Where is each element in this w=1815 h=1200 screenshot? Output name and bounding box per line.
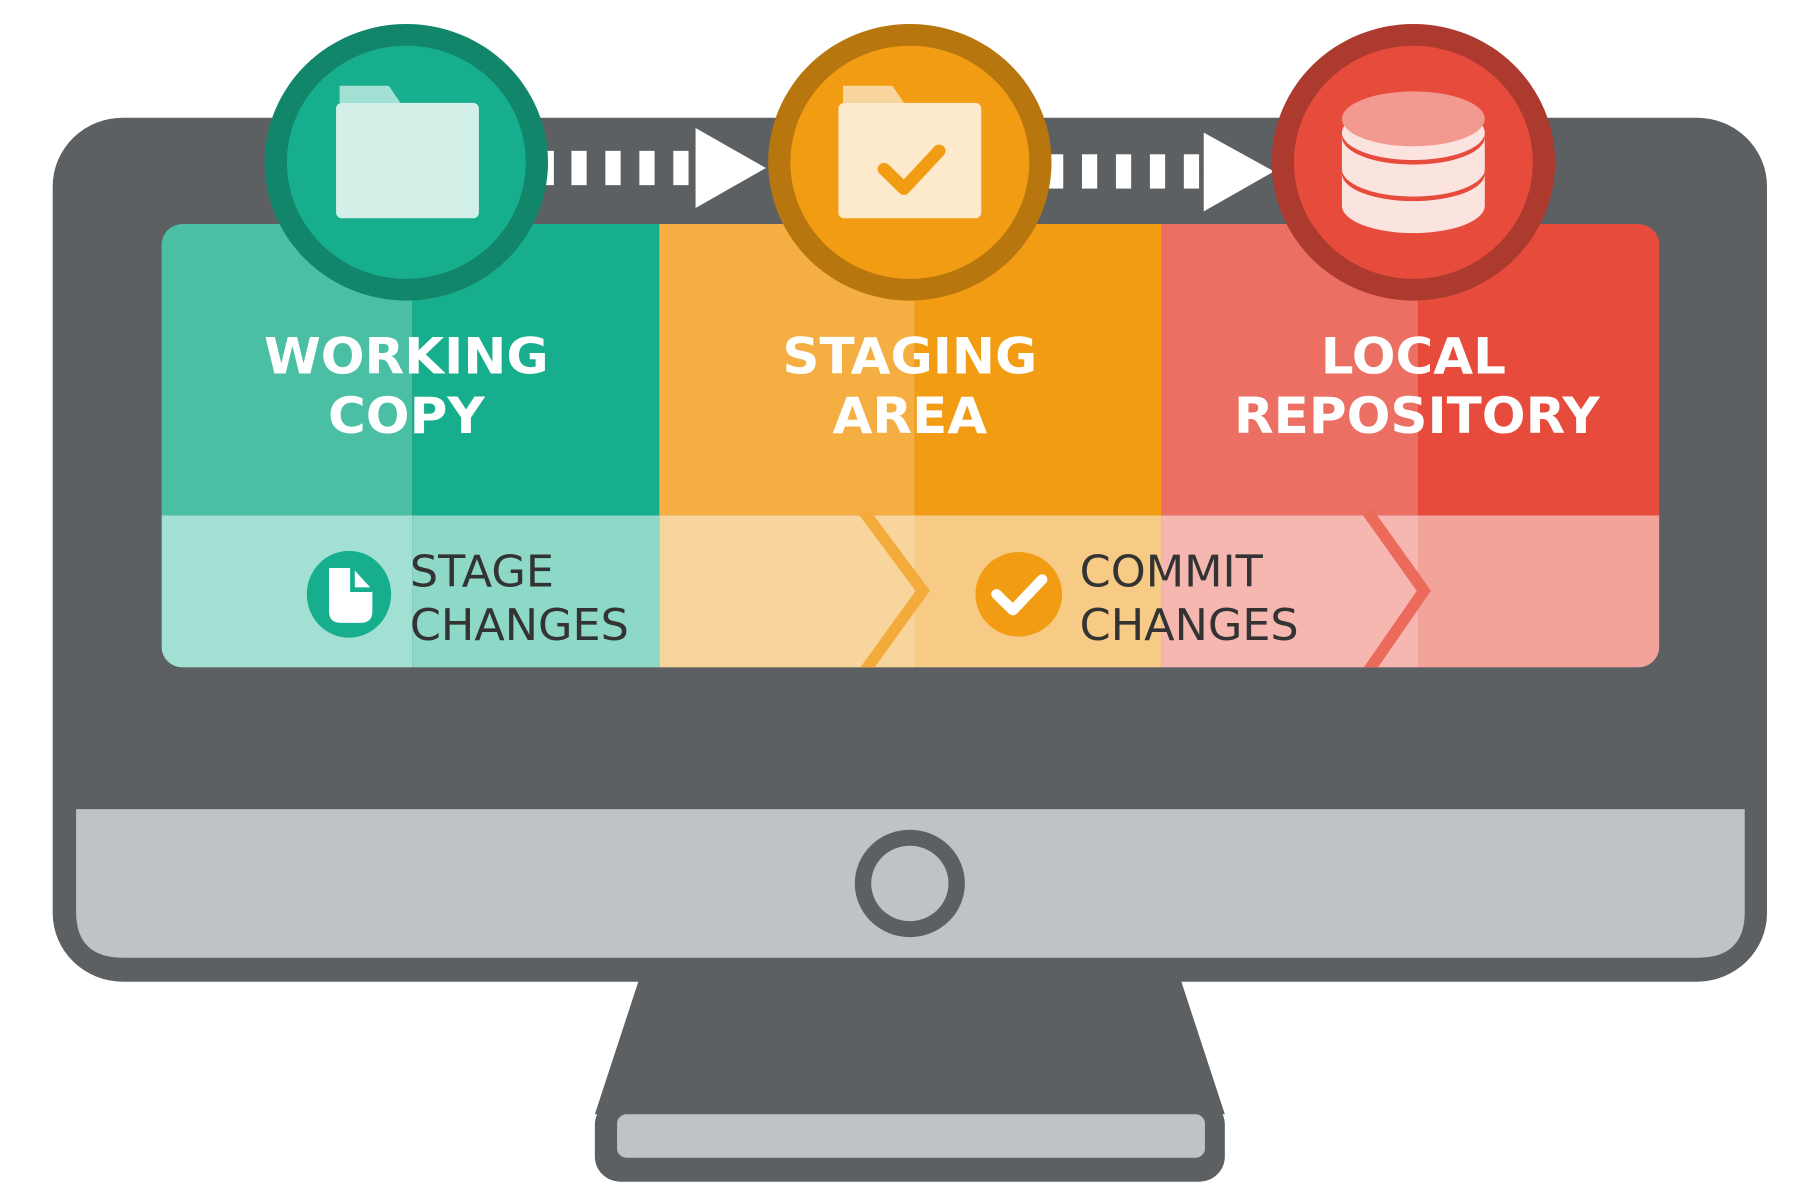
folder-check-icon bbox=[838, 85, 982, 219]
stage-title: LOCAL bbox=[1321, 328, 1506, 386]
chevron-right-icon bbox=[859, 508, 930, 668]
working-copy-badge bbox=[264, 24, 549, 301]
stage-title: STAGING bbox=[782, 328, 1037, 386]
action-label: STAGE bbox=[410, 547, 554, 597]
commit-changes-action: COMMIT CHANGES bbox=[975, 547, 1299, 651]
arrow-staging-to-repository bbox=[1048, 132, 1275, 212]
screen-panel bbox=[161, 224, 1660, 668]
action-label: COMMIT bbox=[1080, 547, 1263, 597]
power-button-icon bbox=[854, 829, 965, 938]
local-repository-badge bbox=[1271, 24, 1556, 301]
monitor-stand bbox=[594, 971, 1225, 1182]
monitor-chin bbox=[76, 809, 1745, 958]
action-label: CHANGES bbox=[410, 600, 629, 650]
check-icon bbox=[975, 552, 1063, 637]
chevron-right-icon bbox=[1362, 508, 1431, 668]
stage-title: AREA bbox=[833, 388, 988, 446]
stage-title: REPOSITORY bbox=[1234, 388, 1601, 446]
stage-title: COPY bbox=[328, 388, 486, 446]
action-label: CHANGES bbox=[1080, 600, 1299, 650]
stage-title: WORKING bbox=[264, 328, 549, 386]
stage-changes-action: STAGE CHANGES bbox=[306, 547, 629, 651]
folder-icon bbox=[336, 85, 479, 219]
staging-area-badge bbox=[768, 24, 1052, 301]
database-icon bbox=[1341, 91, 1485, 234]
